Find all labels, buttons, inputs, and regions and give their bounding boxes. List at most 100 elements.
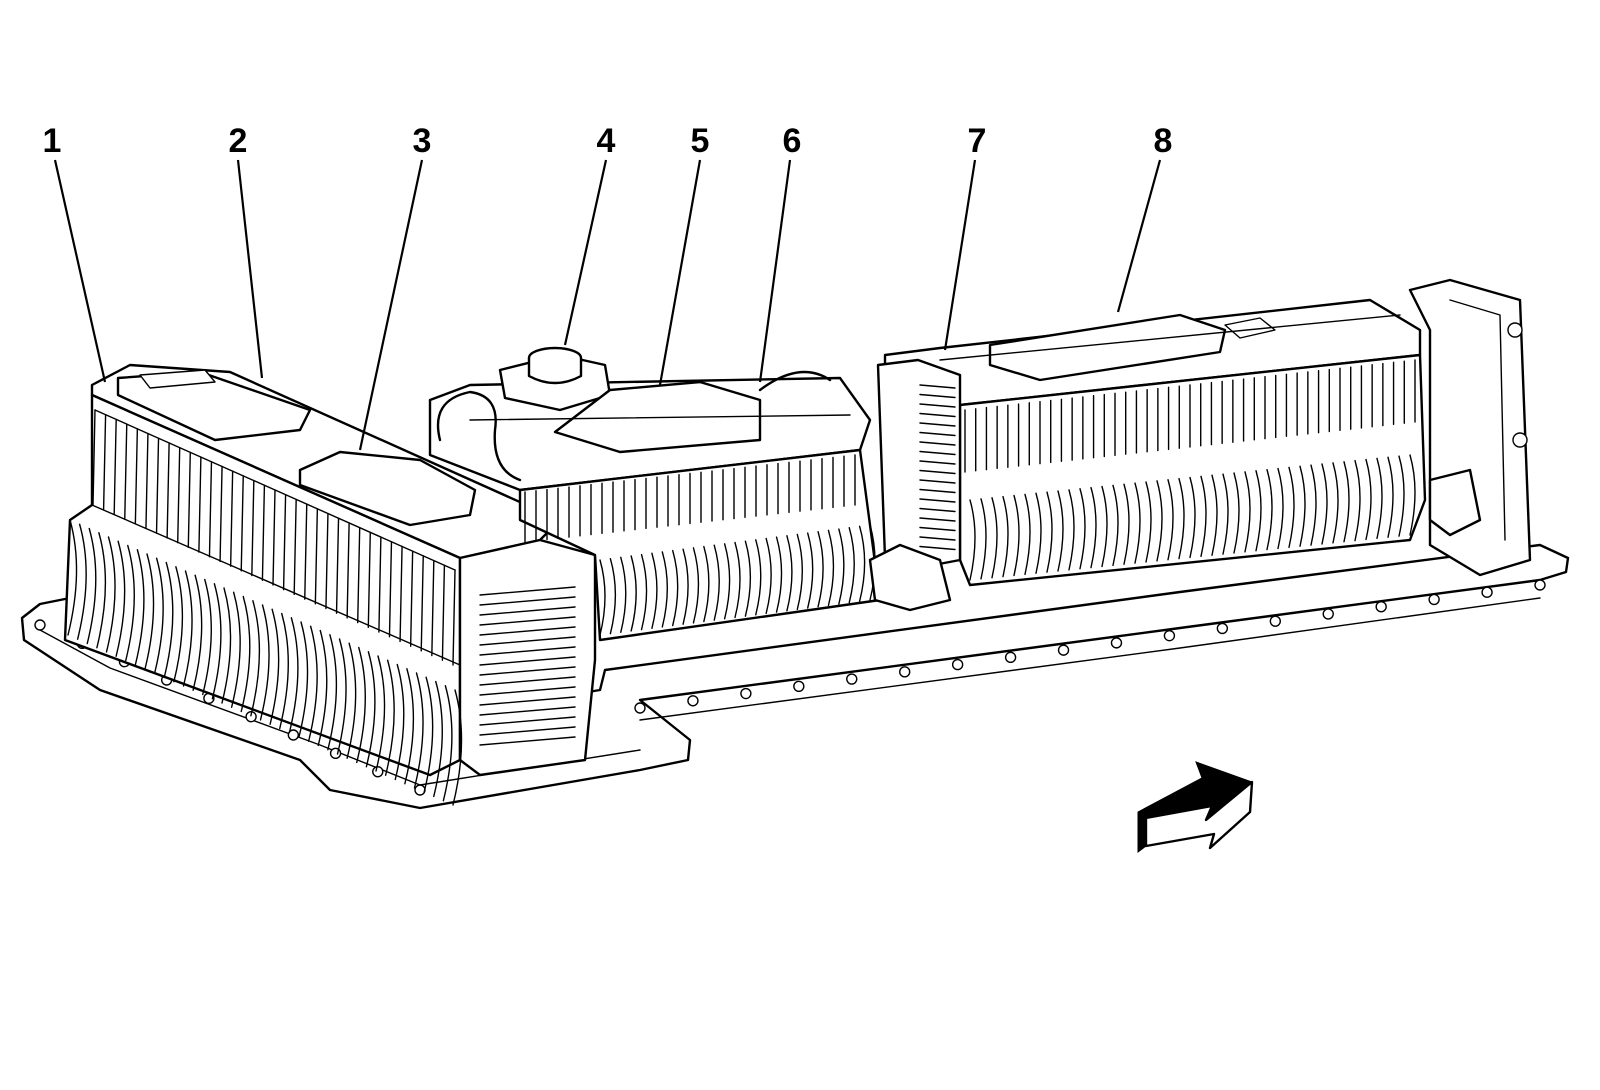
cell-divider bbox=[145, 432, 149, 530]
cell-divider bbox=[177, 446, 181, 544]
rib bbox=[298, 621, 309, 738]
cell-divider bbox=[409, 550, 414, 647]
end-slat bbox=[919, 526, 956, 532]
rib bbox=[1321, 463, 1328, 545]
cell-divider bbox=[219, 465, 223, 563]
end-slat bbox=[479, 586, 576, 596]
tray-bolt bbox=[414, 784, 426, 796]
rib bbox=[651, 552, 658, 629]
rib bbox=[1024, 493, 1031, 576]
end-slat bbox=[919, 412, 956, 418]
rib bbox=[1266, 468, 1273, 551]
rib bbox=[827, 529, 835, 607]
rib bbox=[452, 689, 463, 806]
rib bbox=[713, 544, 720, 621]
rib bbox=[1145, 481, 1152, 563]
end-slat bbox=[919, 422, 956, 427]
tray-bolt bbox=[1216, 622, 1229, 635]
rib bbox=[1200, 475, 1207, 558]
cell-divider bbox=[378, 536, 382, 633]
rib bbox=[221, 587, 232, 704]
rib bbox=[1068, 489, 1075, 571]
rib bbox=[723, 543, 731, 620]
rib bbox=[356, 646, 366, 764]
end-slat bbox=[919, 507, 956, 513]
end-slat bbox=[479, 726, 576, 736]
left-module-end-plate bbox=[479, 586, 576, 746]
end-slat bbox=[919, 431, 956, 437]
end-slat bbox=[479, 636, 576, 646]
rib bbox=[76, 523, 87, 640]
cell-band-edge bbox=[91, 504, 461, 666]
rib bbox=[365, 651, 376, 768]
rib bbox=[240, 595, 251, 713]
tray-bolt bbox=[899, 666, 911, 678]
cell-divider bbox=[314, 508, 319, 605]
tray-bolt bbox=[1481, 586, 1493, 598]
cell-divider bbox=[441, 564, 446, 661]
end-slat bbox=[919, 545, 956, 551]
callout-3: 3 bbox=[413, 122, 432, 160]
left-battery-module bbox=[63, 363, 597, 806]
cell-divider bbox=[367, 531, 371, 629]
cell-divider bbox=[325, 512, 329, 610]
end-slat bbox=[479, 596, 576, 606]
left-module-cells bbox=[91, 409, 461, 666]
rib bbox=[1189, 476, 1196, 559]
rib bbox=[394, 663, 405, 781]
tray-bolt bbox=[1322, 608, 1334, 620]
leader-line-7 bbox=[943, 159, 977, 351]
rib bbox=[838, 528, 845, 605]
end-slat bbox=[479, 666, 576, 676]
cell-divider bbox=[155, 437, 160, 534]
middle-battery-module bbox=[428, 346, 882, 642]
leader-line-2 bbox=[236, 159, 264, 379]
cell-divider bbox=[134, 428, 139, 525]
rib bbox=[755, 539, 762, 616]
rib bbox=[1310, 464, 1317, 546]
rib bbox=[1288, 466, 1295, 549]
leader-line-1 bbox=[53, 159, 107, 383]
cell-divider bbox=[102, 414, 107, 511]
cell-divider bbox=[187, 451, 191, 549]
rib bbox=[969, 499, 976, 581]
rib bbox=[1343, 461, 1350, 543]
rib bbox=[86, 527, 97, 645]
rib bbox=[67, 519, 78, 636]
middle-module-ribs bbox=[599, 524, 876, 636]
tray-bolt bbox=[1269, 615, 1281, 627]
rib bbox=[1123, 483, 1130, 565]
rib bbox=[144, 553, 155, 670]
tray-bolt bbox=[1375, 601, 1387, 613]
rib bbox=[105, 536, 116, 653]
left-module-ribs bbox=[67, 519, 463, 806]
rib bbox=[1398, 455, 1405, 537]
rib bbox=[1101, 485, 1108, 568]
rib bbox=[817, 531, 824, 608]
rib bbox=[423, 676, 434, 793]
cell-divider bbox=[261, 484, 266, 581]
tray-bolt bbox=[634, 702, 646, 714]
leader-line-3 bbox=[358, 159, 424, 451]
rib bbox=[858, 525, 866, 603]
tray-bolt bbox=[1163, 629, 1176, 642]
cell-divider bbox=[293, 498, 297, 596]
rib bbox=[671, 549, 679, 627]
tray-bolt bbox=[951, 658, 964, 671]
rib bbox=[1079, 488, 1086, 570]
rib bbox=[1211, 474, 1218, 556]
cell-divider bbox=[92, 409, 96, 506]
end-slat bbox=[479, 656, 576, 666]
callout-6: 6 bbox=[783, 122, 802, 160]
callout-7: 7 bbox=[968, 122, 987, 160]
rib bbox=[336, 638, 347, 755]
rib bbox=[734, 541, 741, 619]
leader-line-4 bbox=[563, 159, 608, 346]
end-slat bbox=[479, 686, 576, 696]
tray-bolt bbox=[1428, 593, 1440, 606]
tray-bolt bbox=[1534, 579, 1546, 591]
cell-divider bbox=[229, 470, 234, 567]
end-slat bbox=[919, 517, 956, 522]
rib bbox=[1167, 479, 1174, 561]
cell-divider bbox=[346, 522, 350, 619]
